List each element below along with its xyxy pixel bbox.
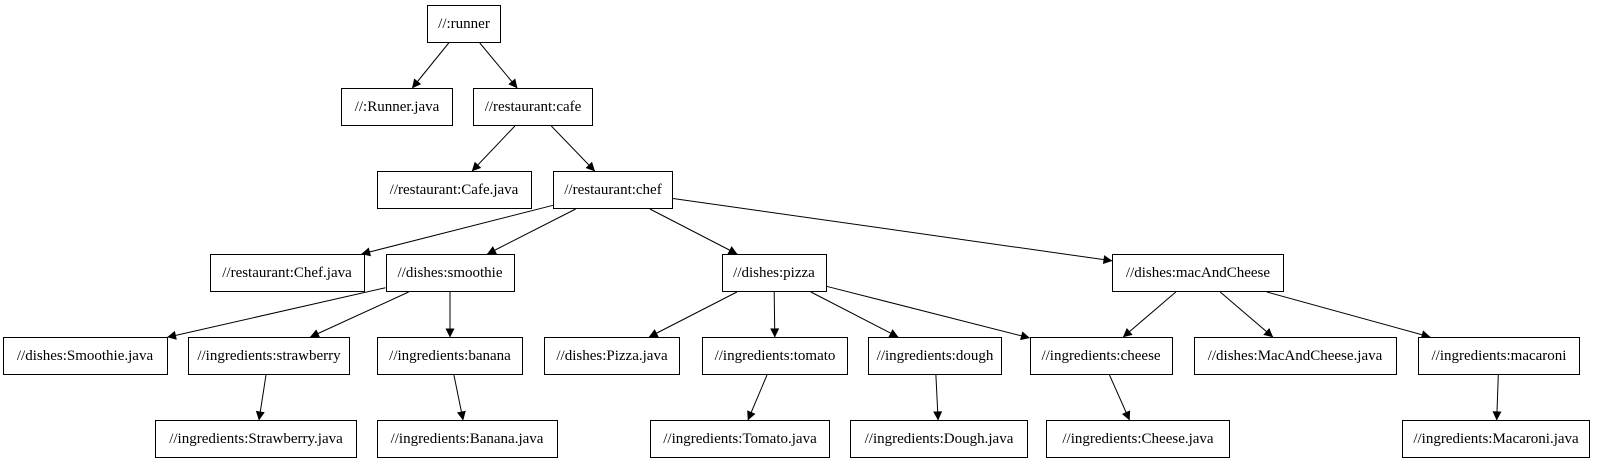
graph-edge-chef-to-smoothie	[486, 208, 576, 255]
graph-edge-mac-and-cheese-to-cheese	[1122, 291, 1177, 338]
graph-node-strawberry-java: //ingredients:Strawberry.java	[155, 420, 357, 458]
graph-node-pizza-java: //dishes:Pizza.java	[544, 337, 680, 375]
graph-edge-runner-to-runner-java	[411, 42, 450, 89]
graph-node-macaroni: //ingredients:macaroni	[1418, 337, 1580, 375]
graph-node-macaroni-java: //ingredients:Macaroni.java	[1402, 420, 1590, 458]
graph-edge-runner-to-cafe	[479, 42, 518, 89]
graph-node-mac-and-cheese: //dishes:macAndCheese	[1112, 254, 1284, 292]
node-label: //restaurant:Chef.java	[222, 264, 352, 281]
node-label: //ingredients:banana	[389, 347, 511, 364]
graph-edge-pizza-to-pizza-java	[648, 291, 738, 338]
graph-node-mac-and-cheese-java: //dishes:MacAndCheese.java	[1193, 337, 1397, 375]
node-label: //ingredients:Macaroni.java	[1413, 430, 1579, 447]
graph-edge-smoothie-to-strawberry	[309, 291, 409, 338]
node-label: //dishes:smoothie	[397, 264, 503, 281]
graph-node-cheese-java: //ingredients:Cheese.java	[1046, 420, 1230, 458]
node-label: //ingredients:dough	[876, 347, 994, 364]
graph-node-cafe-java: //restaurant:Cafe.java	[376, 171, 532, 209]
graph-node-cafe: //restaurant:cafe	[473, 88, 593, 126]
graph-node-runner-java: //:Runner.java	[341, 88, 453, 126]
graph-edge-dough-to-dough-java	[933, 374, 943, 421]
graph-node-runner: //:runner	[427, 5, 501, 43]
graph-edge-cafe-to-cafe-java	[471, 125, 516, 172]
node-label: //ingredients:Cheese.java	[1062, 430, 1214, 447]
node-label: //ingredients:Strawberry.java	[169, 430, 343, 447]
graph-edge-cheese-to-cheese-java	[1109, 374, 1131, 421]
node-label: //:Runner.java	[354, 98, 440, 115]
graph-node-strawberry: //ingredients:strawberry	[188, 337, 350, 375]
graph-edge-pizza-to-tomato	[770, 291, 780, 338]
graph-node-smoothie: //dishes:smoothie	[385, 254, 515, 292]
graph-edge-cafe-to-chef	[550, 125, 596, 172]
graph-edge-chef-to-pizza	[649, 208, 738, 255]
graph-edge-chef-to-chef-java	[361, 204, 554, 257]
node-label: //ingredients:tomato	[714, 347, 836, 364]
node-label: //:runner	[438, 15, 490, 32]
node-label: //restaurant:cafe	[484, 98, 582, 115]
graph-node-dough-java: //ingredients:Dough.java	[850, 420, 1028, 458]
node-label: //dishes:macAndCheese	[1125, 264, 1271, 281]
graph-edge-pizza-to-dough	[810, 291, 899, 338]
graph-edge-mac-and-cheese-to-mac-and-cheese-java	[1219, 291, 1274, 338]
graph-node-chef-java: //restaurant:Chef.java	[209, 254, 365, 292]
node-label: //dishes:Smoothie.java	[16, 347, 154, 364]
node-label: //ingredients:strawberry	[197, 347, 341, 364]
node-label: //dishes:MacAndCheese.java	[1207, 347, 1383, 364]
graph-edge-pizza-to-cheese	[826, 285, 1030, 341]
graph-edge-tomato-to-tomato-java	[747, 374, 768, 421]
node-label: //dishes:pizza	[733, 264, 815, 281]
node-label: //ingredients:macaroni	[1431, 347, 1567, 364]
graph-node-tomato: //ingredients:tomato	[702, 337, 848, 375]
node-label: //restaurant:chef	[564, 181, 662, 198]
graph-node-dough: //ingredients:dough	[868, 337, 1002, 375]
graph-edge-smoothie-to-smoothie-java	[167, 287, 386, 340]
graph-node-banana-java: //ingredients:Banana.java	[376, 420, 558, 458]
graph-node-tomato-java: //ingredients:Tomato.java	[650, 420, 830, 458]
node-label: //ingredients:Banana.java	[390, 430, 544, 447]
graph-node-pizza: //dishes:pizza	[721, 254, 827, 292]
graph-node-smoothie-java: //dishes:Smoothie.java	[2, 337, 168, 375]
node-label: //ingredients:Tomato.java	[663, 430, 817, 447]
node-label: //dishes:Pizza.java	[556, 347, 668, 364]
node-label: //ingredients:cheese	[1041, 347, 1161, 364]
graph-node-cheese: //ingredients:cheese	[1029, 337, 1173, 375]
graph-edge-mac-and-cheese-to-macaroni	[1266, 291, 1431, 340]
node-label: //ingredients:Dough.java	[864, 430, 1014, 447]
graph-edge-banana-to-banana-java	[453, 374, 466, 421]
graph-edge-macaroni-to-macaroni-java	[1492, 374, 1502, 421]
node-label: //restaurant:Cafe.java	[389, 181, 519, 198]
graph-node-banana: //ingredients:banana	[377, 337, 523, 375]
graph-node-chef: //restaurant:chef	[553, 171, 673, 209]
graph-edge-chef-to-mac-and-cheese	[672, 198, 1113, 265]
graph-edge-strawberry-to-strawberry-java	[255, 374, 267, 421]
